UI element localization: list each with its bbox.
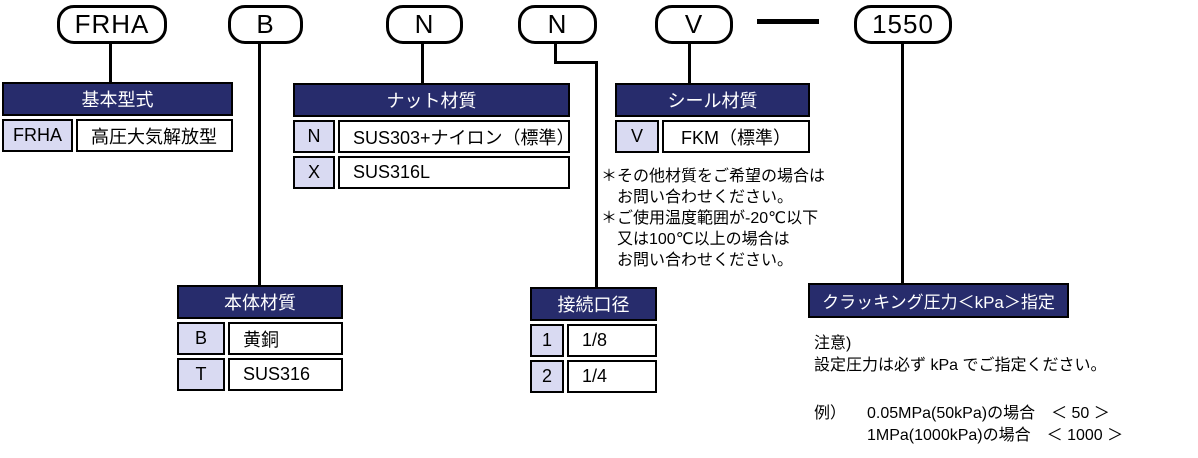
pressure-example-list: 0.05MPa(50kPa)の場合 ＜ 50 ＞ 1MPa(1000kPa)の場… [867, 403, 1123, 447]
pressure-caution-text: 設定圧力は必ず kPa でご指定ください。 [814, 357, 1107, 374]
pressure-caution-label: 注意) [814, 335, 852, 352]
basic-model-desc-cell: 高圧大気解放型 [76, 119, 233, 152]
seal-material-code-cell: V [615, 120, 659, 153]
table-row: V FKM（標準） [615, 120, 810, 153]
nut-material-desc-cell: SUS303+ナイロン（標準） [338, 120, 575, 153]
table-nut-material-title: ナット材質 [293, 83, 570, 117]
connector-port-size-elbow [554, 61, 598, 64]
table-port-size: 接続口径 1 1/8 2 1/4 [530, 287, 657, 393]
basic-model-code-cell: FRHA [2, 119, 73, 152]
code-separator-dash [757, 19, 819, 24]
code-pill-seal-material: V [655, 5, 733, 44]
pressure-example-line: 1MPa(1000kPa)の場合 ＜ 1000 ＞ [867, 427, 1124, 444]
table-body-material: 本体材質 B 黄銅 T SUS316 [177, 285, 343, 391]
port-size-code-cell: 1 [530, 324, 564, 357]
table-row: B 黄銅 [177, 322, 343, 355]
seal-note-line: 又は100℃以上の場合は [601, 231, 790, 248]
body-material-code-cell: B [177, 322, 225, 355]
table-row: X SUS316L [293, 156, 570, 189]
connector-port-size-drop [595, 61, 598, 288]
body-material-code-cell: T [177, 358, 225, 391]
nut-material-code-cell: N [293, 120, 335, 153]
connector-seal-material [688, 43, 691, 85]
table-seal-material: シール材質 V FKM（標準） [615, 83, 810, 153]
cracking-pressure-header: クラッキング圧力＜kPa＞指定 [808, 283, 1069, 318]
seal-material-desc-cell: FKM（標準） [662, 120, 810, 153]
connector-body-material [258, 43, 261, 286]
nut-material-desc-cell: SUS316L [338, 156, 570, 189]
port-size-desc-cell: 1/8 [567, 324, 657, 357]
body-material-desc-cell: 黄銅 [228, 322, 343, 355]
table-row: FRHA 高圧大気解放型 [2, 119, 233, 152]
body-material-desc-cell: SUS316 [228, 358, 343, 391]
code-pill-port-size: N [518, 5, 597, 44]
code-pill-nut-material: N [386, 5, 463, 44]
table-row: T SUS316 [177, 358, 343, 391]
code-pill-cracking-pressure: 1550 [854, 5, 952, 44]
table-row: 1 1/8 [530, 324, 657, 357]
code-pill-body-material: B [228, 5, 303, 44]
seal-note-line: ＊その他材質をご希望の場合は [601, 168, 826, 185]
seal-note-line: お問い合わせください。 [601, 189, 794, 206]
table-row: 2 1/4 [530, 360, 657, 393]
connector-basic-model [109, 43, 112, 83]
seal-note-line: ＊ご使用温度範囲が-20℃以下 [601, 210, 819, 227]
code-pill-basic-model: FRHA [57, 5, 167, 44]
table-nut-material: ナット材質 N SUS303+ナイロン（標準） X SUS316L [293, 83, 575, 189]
pressure-example-label: 例） [814, 405, 847, 422]
seal-note-line: お問い合わせください。 [601, 252, 794, 269]
seal-material-notes: ＊その他材質をご希望の場合は お問い合わせください。 ＊ご使用温度範囲が-20℃… [601, 166, 825, 271]
table-row: N SUS303+ナイロン（標準） [293, 120, 575, 153]
port-size-code-cell: 2 [530, 360, 564, 393]
table-seal-material-title: シール材質 [615, 83, 810, 117]
port-size-desc-cell: 1/4 [567, 360, 657, 393]
connector-nut-material [421, 43, 424, 84]
table-port-size-title: 接続口径 [530, 287, 657, 321]
cracking-pressure-notes: 注意) 設定圧力は必ず kPa でご指定ください。 例） 0.05MPa(50k… [814, 333, 1123, 447]
connector-cracking-pressure [901, 43, 904, 284]
connector-port-size-top [554, 43, 557, 64]
nut-material-code-cell: X [293, 156, 335, 189]
table-basic-model-title: 基本型式 [2, 82, 233, 116]
table-body-material-title: 本体材質 [177, 285, 343, 319]
pressure-examples: 例） 0.05MPa(50kPa)の場合 ＜ 50 ＞ 1MPa(1000kPa… [814, 403, 1123, 447]
pressure-example-line: 0.05MPa(50kPa)の場合 ＜ 50 ＞ [867, 405, 1110, 422]
table-basic-model: 基本型式 FRHA 高圧大気解放型 [2, 82, 233, 152]
